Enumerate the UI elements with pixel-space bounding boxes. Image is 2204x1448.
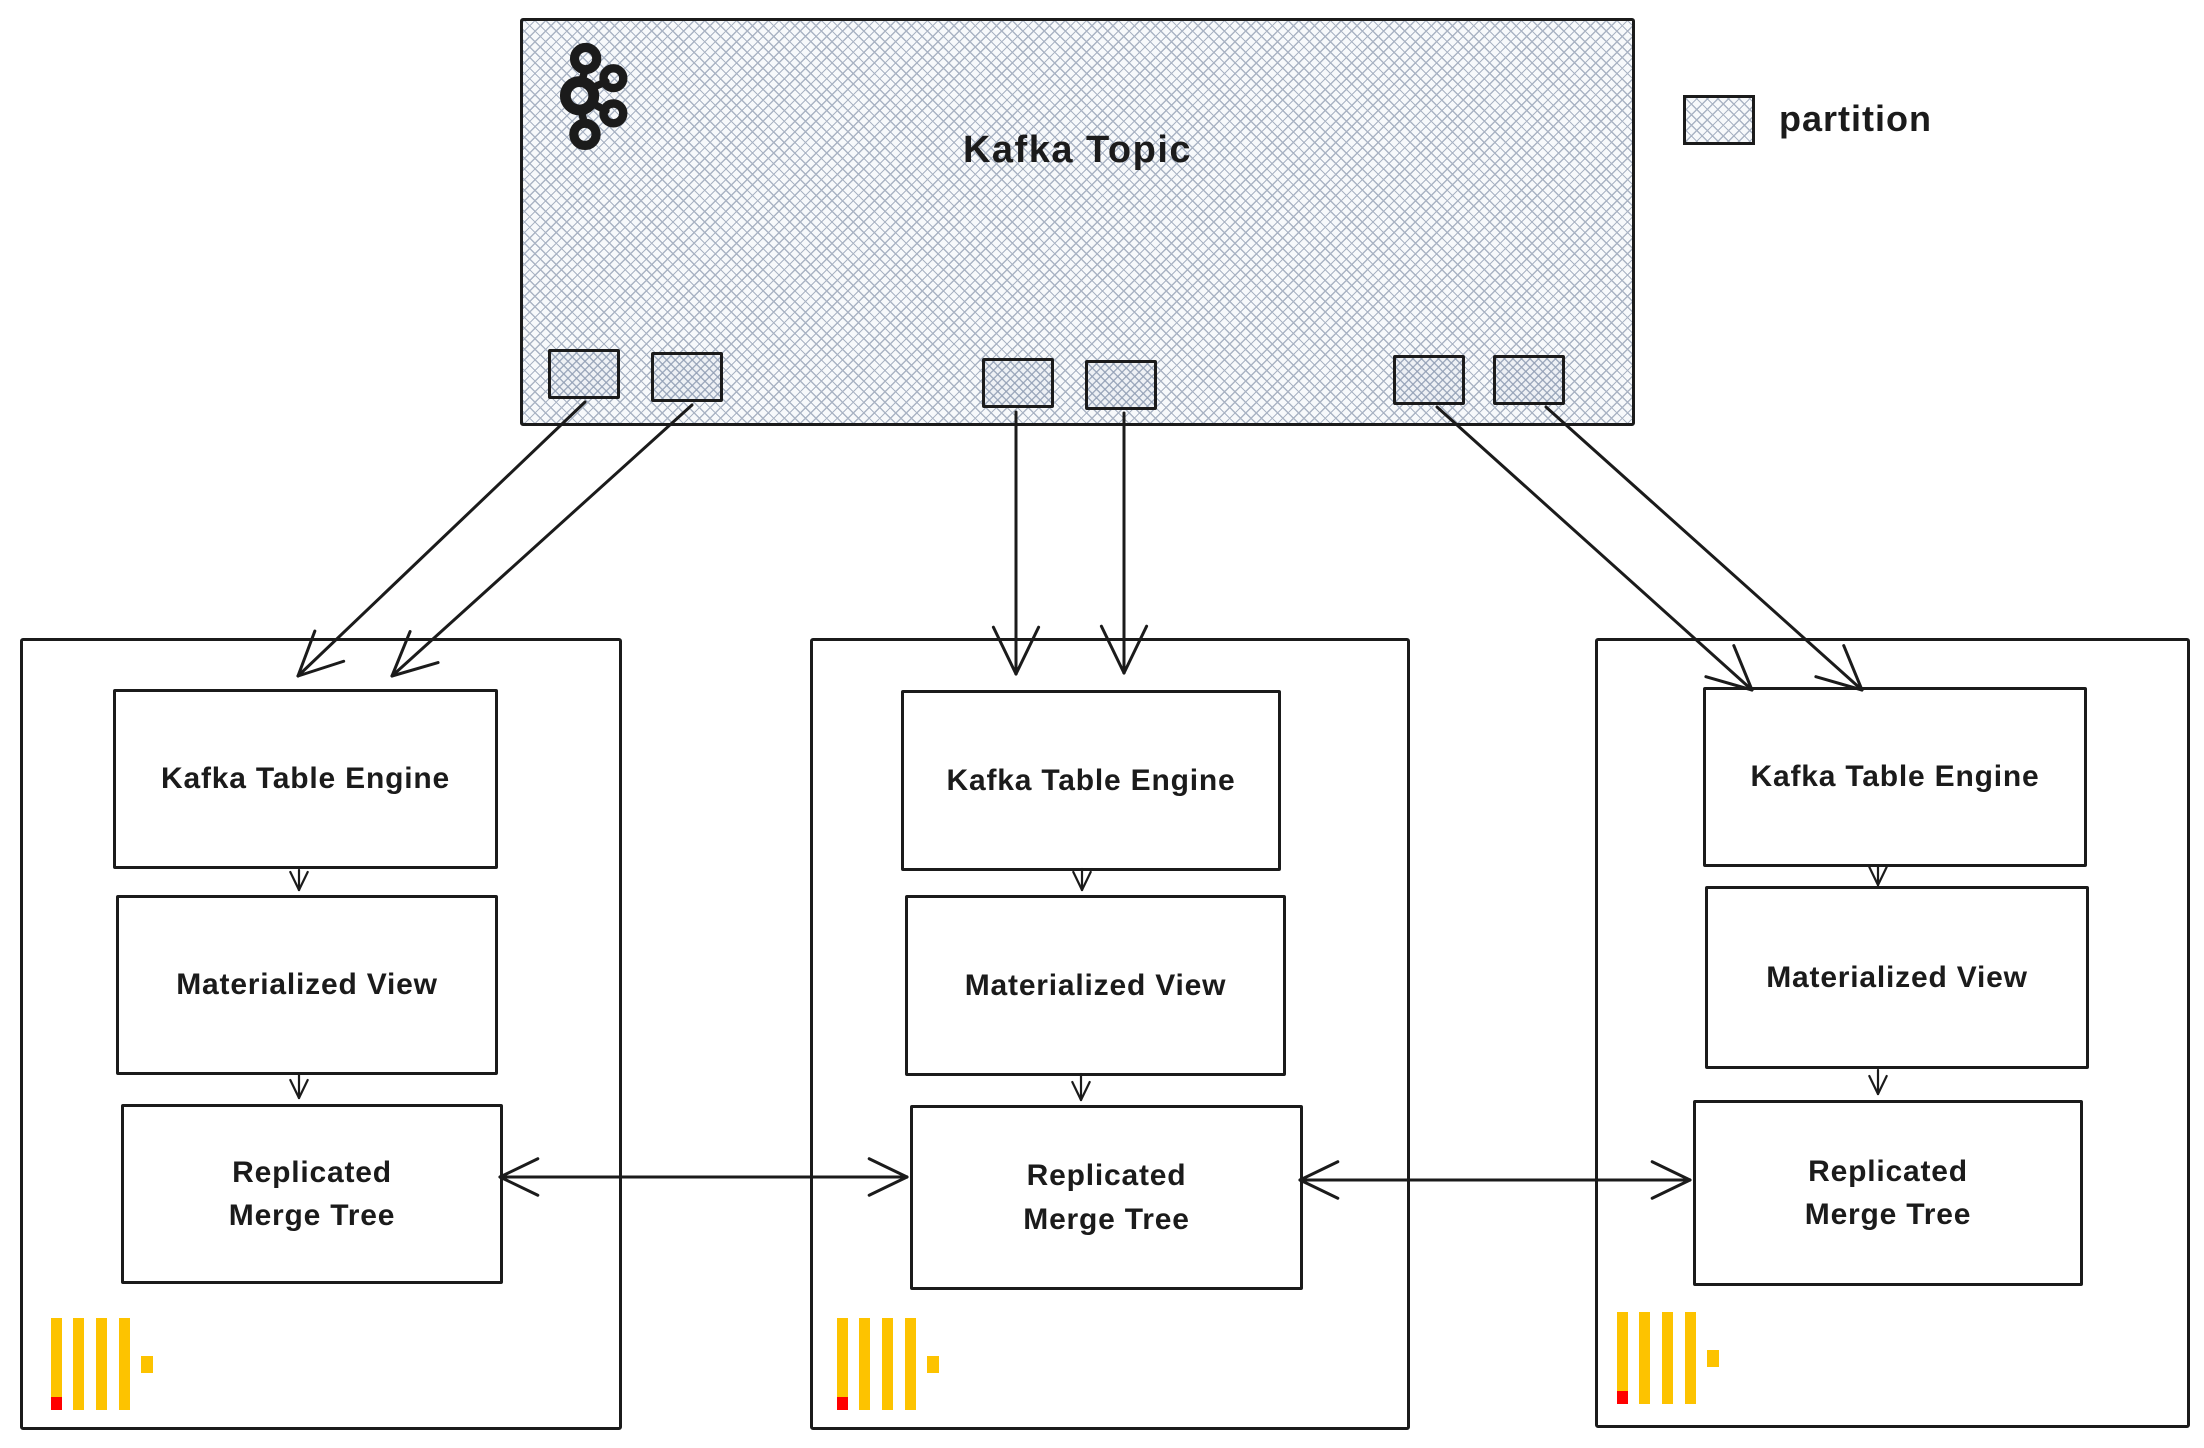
edge-partition-1-to-node-1	[296, 400, 587, 678]
kafka-table-engine-label: Kafka Table Engine	[946, 763, 1236, 797]
replicated-merge-tree-label-line2: Merge Tree	[1804, 1198, 1972, 1231]
replica-node-3: Kafka Table Engine Materialized View Rep…	[1595, 638, 2190, 1428]
clickhouse-bar	[1639, 1312, 1650, 1404]
clickhouse-bar	[1685, 1312, 1696, 1404]
replicated-merge-tree-box: Replicated Merge Tree	[1693, 1100, 2083, 1286]
clickhouse-logo-icon	[51, 1318, 155, 1410]
clickhouse-red-accent	[1617, 1391, 1628, 1404]
edge-partition-4-to-node-2	[1099, 411, 1149, 675]
clickhouse-logo-icon	[1617, 1312, 1721, 1404]
kafka-table-engine-label: Kafka Table Engine	[1750, 760, 2040, 794]
replicated-merge-tree-label-line2: Merge Tree	[1023, 1202, 1190, 1236]
clickhouse-bar	[882, 1318, 893, 1410]
kafka-logo-icon	[559, 42, 628, 151]
partition-6	[1493, 355, 1565, 405]
clickhouse-bar	[905, 1318, 916, 1410]
kafka-topic-box: Kafka Topic	[520, 18, 1635, 426]
clickhouse-logo-icon	[837, 1318, 941, 1410]
materialized-view-box: Materialized View	[1705, 886, 2089, 1069]
kafka-table-engine-box: Kafka Table Engine	[1703, 687, 2087, 867]
materialized-view-box: Materialized View	[905, 895, 1286, 1076]
materialized-view-label: Materialized View	[964, 968, 1227, 1002]
replicated-merge-tree-box: Replicated Merge Tree	[121, 1104, 503, 1284]
partition-3	[982, 358, 1054, 408]
kafka-table-engine-box: Kafka Table Engine	[901, 690, 1281, 871]
partition-2	[651, 352, 723, 402]
materialized-view-box: Materialized View	[116, 895, 498, 1075]
clickhouse-red-accent	[51, 1397, 62, 1410]
replica-node-1: Kafka Table Engine Materialized View Rep…	[20, 638, 622, 1430]
edge-partition-2-to-node-1	[390, 403, 694, 678]
clickhouse-red-accent	[837, 1397, 848, 1410]
clickhouse-short-bar	[1707, 1350, 1719, 1367]
kafka-table-engine-box: Kafka Table Engine	[113, 689, 498, 869]
clickhouse-bar	[119, 1318, 130, 1410]
legend-partition-swatch	[1683, 95, 1755, 145]
replicated-merge-tree-label-line1: Replicated	[232, 1155, 392, 1189]
legend-partition-label: partition	[1779, 98, 1932, 139]
replicated-merge-tree-label-line2: Merge Tree	[228, 1199, 396, 1232]
clickhouse-bar	[96, 1318, 107, 1410]
replica-node-2: Kafka Table Engine Materialized View Rep…	[810, 638, 1410, 1430]
materialized-view-label: Materialized View	[1766, 960, 2028, 994]
replicated-merge-tree-label-line1: Replicated	[1808, 1154, 1968, 1188]
replicated-merge-tree-label-line1: Replicated	[1026, 1159, 1187, 1192]
clickhouse-bar	[51, 1318, 62, 1410]
clickhouse-short-bar	[141, 1356, 153, 1373]
replicated-merge-tree-box: Replicated Merge Tree	[910, 1105, 1303, 1290]
clickhouse-bar	[1617, 1312, 1628, 1404]
kafka-table-engine-label: Kafka Table Engine	[161, 762, 450, 796]
materialized-view-label: Materialized View	[176, 968, 438, 1002]
clickhouse-bar	[859, 1318, 870, 1410]
clickhouse-short-bar	[927, 1356, 939, 1373]
partition-1	[548, 349, 620, 399]
partition-5	[1393, 355, 1465, 405]
clickhouse-bar	[1662, 1312, 1673, 1404]
edge-partition-3-to-node-2	[991, 410, 1041, 676]
partition-4	[1085, 360, 1157, 410]
clickhouse-bar	[73, 1318, 84, 1410]
clickhouse-bar	[837, 1318, 848, 1410]
kafka-topic-title: Kafka Topic	[962, 129, 1193, 171]
